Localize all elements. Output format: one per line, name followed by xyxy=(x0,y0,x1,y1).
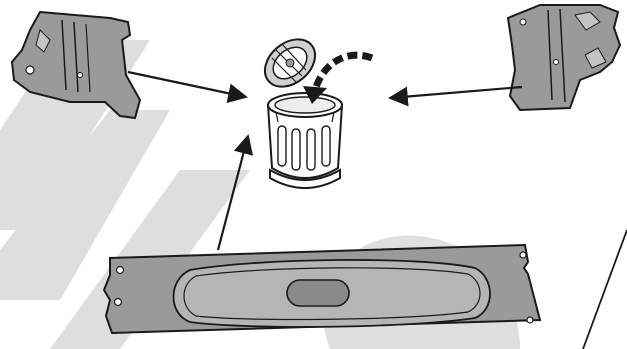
right-filter-part xyxy=(508,5,620,110)
cylinder-filter xyxy=(268,93,342,188)
base-filter-plate xyxy=(104,245,540,333)
edge-line xyxy=(583,230,627,349)
arrow-cap-to-cylinder xyxy=(315,55,372,90)
arrow-right-to-cylinder xyxy=(390,87,522,98)
filter-cap xyxy=(256,30,325,97)
arrow-left-to-cylinder xyxy=(128,72,246,97)
